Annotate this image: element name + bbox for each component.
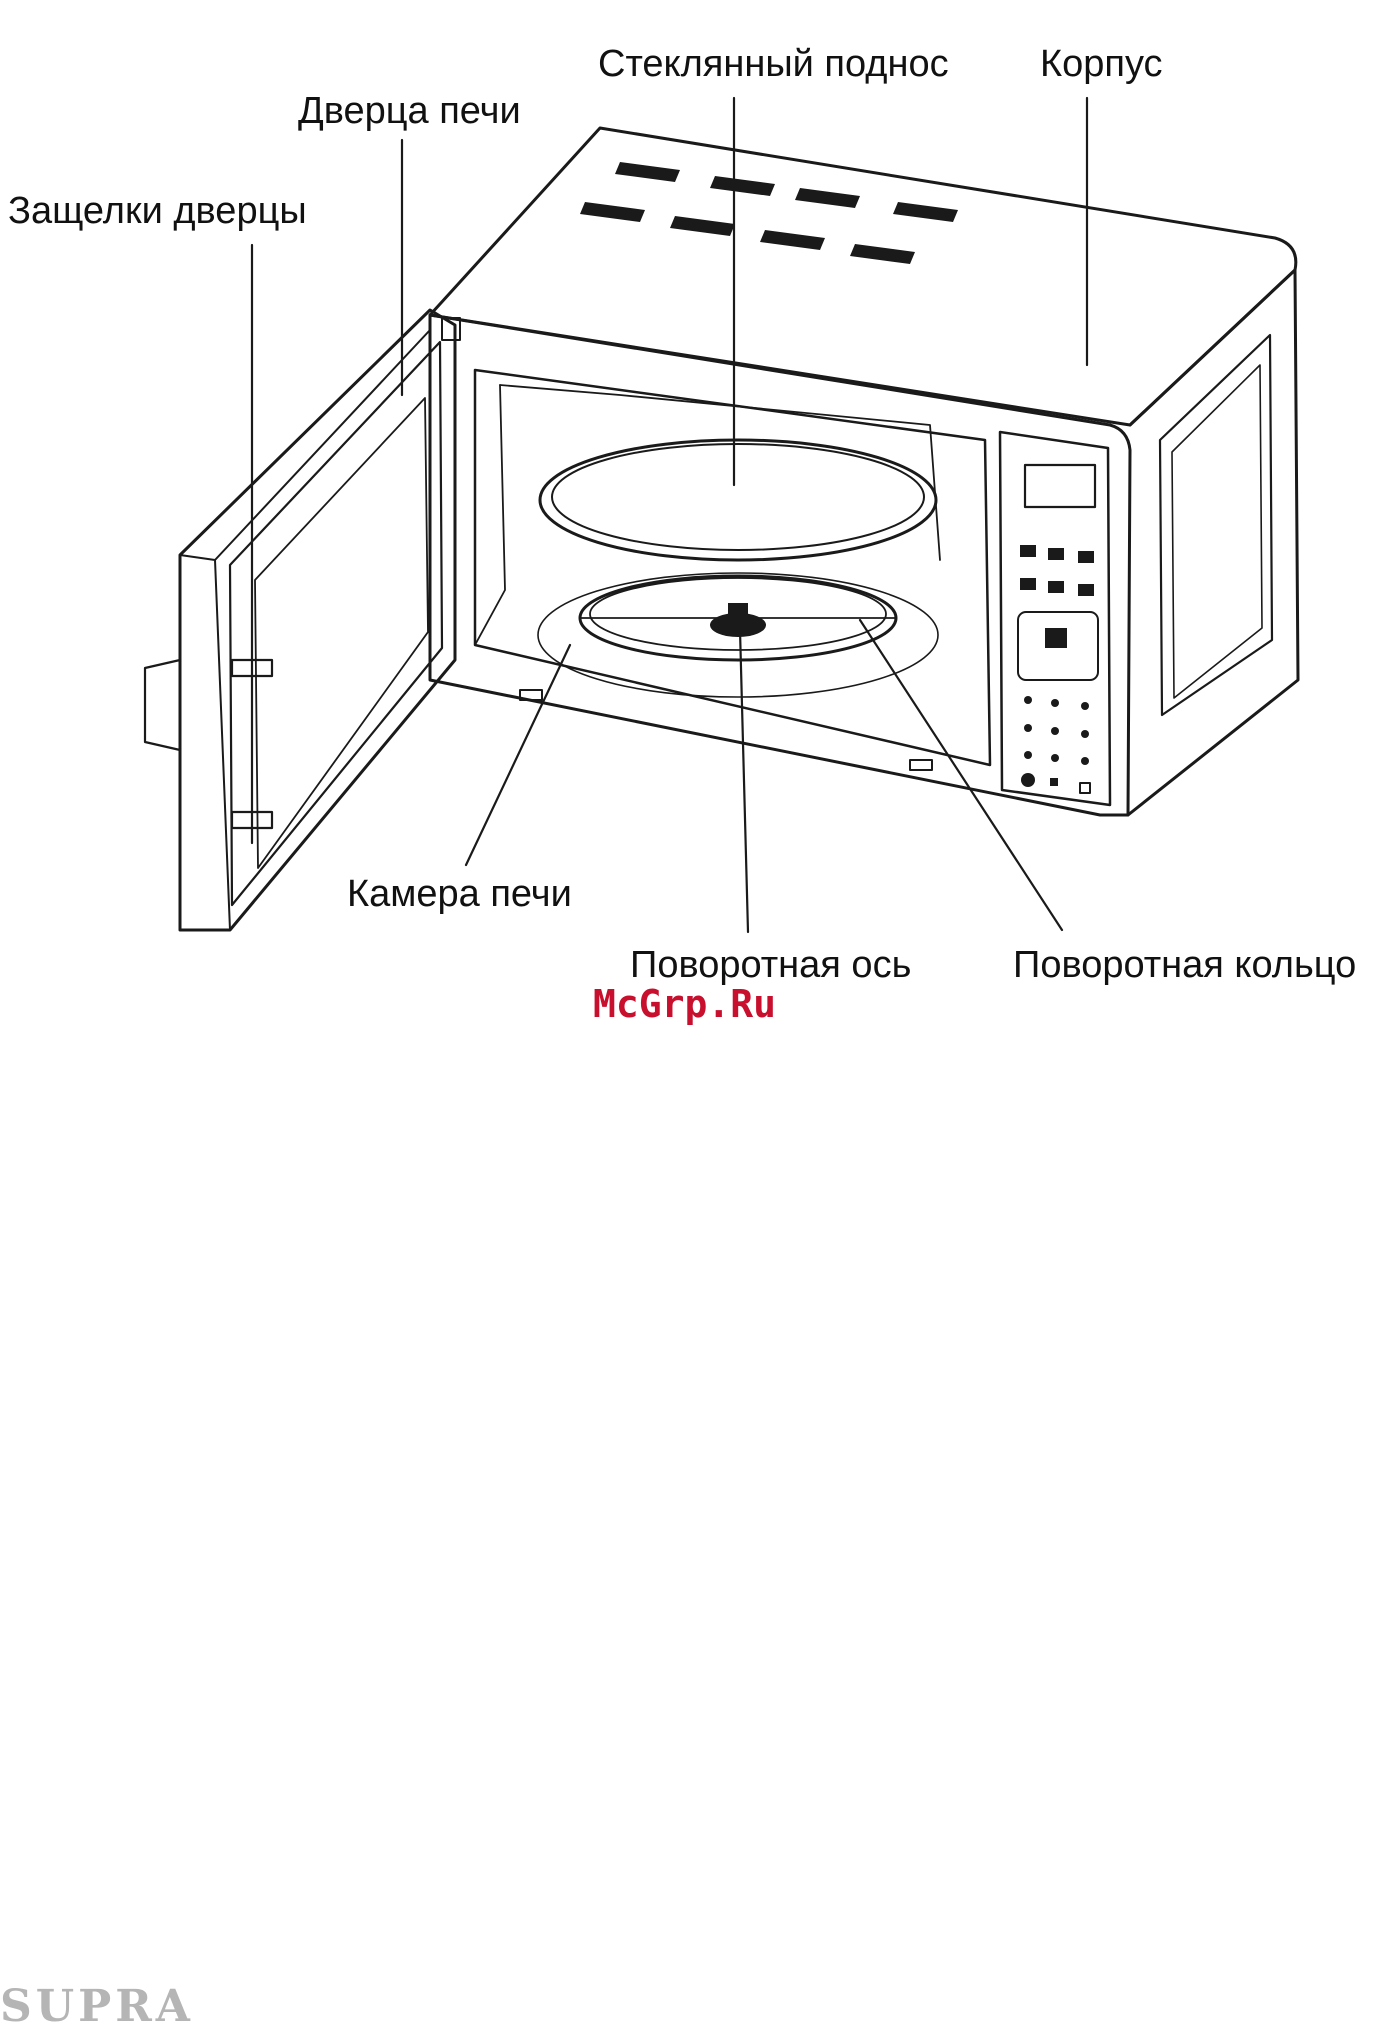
- glass-tray-shape: [540, 440, 936, 560]
- leader-lines: [252, 98, 1087, 932]
- leader-turntable-axis: [740, 630, 748, 932]
- label-door-latches: Защелки дверцы: [8, 192, 307, 230]
- brand-logo: SUPRA: [0, 1985, 194, 2029]
- label-turntable-ring: Поворотная кольцо: [1013, 946, 1356, 984]
- leader-cavity: [466, 645, 570, 865]
- label-cavity: Камера печи: [347, 875, 572, 913]
- label-turntable-axis: Поворотная ось: [630, 946, 911, 984]
- turntable-assembly: [538, 440, 938, 697]
- label-door: Дверца печи: [298, 92, 521, 130]
- label-body: Корпус: [1040, 45, 1163, 83]
- watermark: McGrp.Ru: [593, 985, 776, 1023]
- microwave-diagram: [0, 0, 1391, 1100]
- label-glass-tray: Стеклянный поднос: [598, 45, 949, 83]
- microwave-door: [145, 310, 460, 930]
- microwave-body: [430, 128, 1298, 815]
- control-panel: [1000, 432, 1110, 805]
